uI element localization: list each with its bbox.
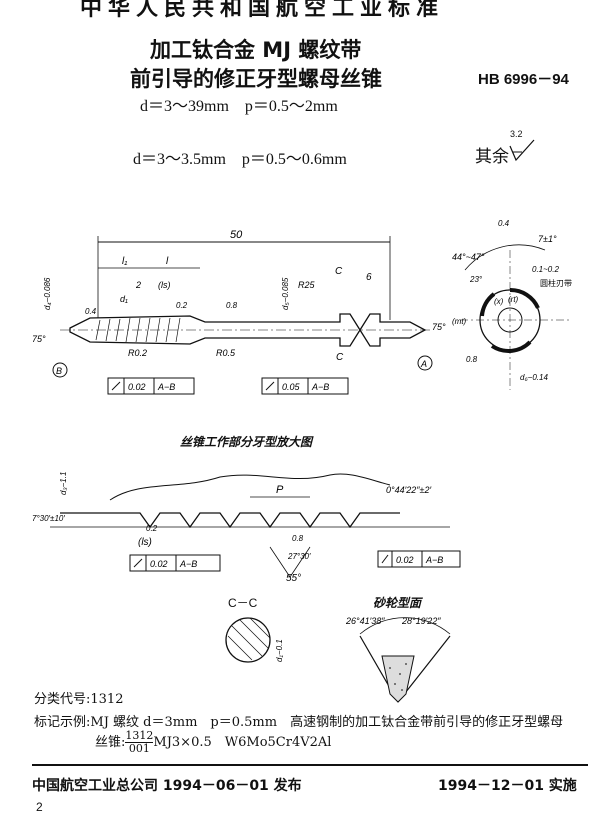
end-angle-23: 23° [469, 275, 483, 284]
tap-end-view: 0.4 7±1° 44°~47° 0.1~0.2 圆柱刃带 23° (rt) (… [452, 219, 572, 390]
tap-spec: MJ3×0.5 W6Mo5Cr4V2Al [153, 735, 332, 750]
detail-ra02: 0.2 [146, 524, 158, 533]
section-c-top: C [335, 266, 343, 277]
section-cc-label: C－C [228, 596, 258, 610]
end-x: (x) [494, 297, 504, 306]
roughness-value: 3.2 [510, 129, 523, 139]
detail-ls: (ls) [138, 537, 152, 548]
section-c-bottom: C [336, 352, 344, 363]
range-sub: d＝3～3.5mm p＝0.5～0.6mm [133, 151, 347, 168]
end-mt: (mt) [452, 317, 467, 326]
range-main: d＝3～39mm p＝0.5～2mm [140, 98, 338, 115]
end-flank: 0.1~0.2 [532, 265, 559, 274]
end-angle-7: 7±1° [538, 234, 557, 244]
roughness-02: 0.2 [176, 301, 188, 310]
roughness-label: 其余 [475, 147, 509, 167]
tol2-value: 0.05 [282, 382, 301, 392]
footer-rule [32, 764, 588, 766]
end-cyl-edge: 圆柱刃带 [540, 278, 572, 288]
section-cc-drawing: d₁−0.1 [225, 617, 284, 663]
class-code: 分类代号:1312 [34, 692, 124, 707]
datum-b: B [56, 366, 62, 376]
detail-p: P [276, 484, 284, 496]
end-ra08: 0.8 [466, 355, 478, 364]
roughness-symbol [509, 139, 535, 162]
tap-prefix: 丝锥: [95, 735, 126, 750]
angle-75-right: 75° [432, 322, 446, 332]
detail-tol1-value: 0.02 [150, 559, 168, 569]
tol1-value: 0.02 [128, 382, 146, 392]
tap-fraction-num: 1312 [125, 729, 154, 743]
title-line-1: 加工钛合金 MJ 螺纹带 [150, 38, 362, 62]
detail-dim-left: d₃−1.1 [59, 472, 68, 495]
angle-75-left: 75° [32, 334, 46, 344]
dim-two: 2 [135, 280, 141, 290]
tap-main-drawing: 50 l₁ l 2 (ls) d₁ d₄−0.086 d₅−0.085 R25 … [32, 229, 446, 395]
end-angle-44: 44°~47° [452, 252, 485, 262]
detail-tol1-ref: A−B [179, 559, 197, 569]
grinding-title: 砂轮型面 [373, 596, 422, 610]
datum-a: A [420, 359, 427, 369]
top-banner: 中华人民共和国航空工业标准 [80, 0, 445, 21]
section-cc-dim: d₁−0.1 [275, 639, 284, 662]
implementation-date: 1994－12－01 实施 [438, 778, 577, 794]
grinding-angle-left: 26°41′38″ [345, 616, 385, 626]
dim-d1: d₁ [120, 294, 128, 304]
detail-tol2-ref: A−B [425, 555, 443, 565]
detail-angle-27: 27°30′ [287, 552, 311, 561]
dim-six: 6 [366, 272, 372, 283]
detail-angle-left: 7°30′±10′ [32, 514, 65, 523]
dim-l1: l₁ [122, 256, 127, 267]
dim-total: 50 [230, 229, 243, 241]
tap-fraction-den: 001 [128, 742, 150, 755]
dim-d4: d₄−0.086 [43, 277, 52, 310]
marking-example-prefix: 标记示例: [34, 715, 91, 730]
detail-tol2-value: 0.02 [396, 555, 414, 565]
roughness-04: 0.4 [85, 307, 97, 316]
dim-r25: R25 [298, 280, 316, 290]
standard-number: HB 6996－94 [478, 71, 569, 88]
grinding-angle-right: 28°19′22″ [401, 616, 441, 626]
title-line-2: 前引导的修正牙型螺母丝锥 [130, 67, 382, 91]
page-number: 2 [36, 800, 43, 814]
detail-angle-55: 55° [286, 573, 301, 584]
end-rt: (rt) [508, 295, 519, 304]
publisher: 中国航空工业总公司 1994－06－01 发布 [32, 778, 302, 794]
tol1-ref: A−B [157, 382, 175, 392]
dim-r05: R0.5 [216, 348, 236, 358]
dim-l: l [166, 256, 169, 267]
tol2-ref: A−B [311, 382, 329, 392]
grinding-wheel-drawing: 26°41′38″ 28°19′22″ [345, 616, 451, 703]
marking-example: 标记示例:MJ 螺纹 d＝3mm p＝0.5mm 高速钢制的加工钛合金带前引导的… [34, 711, 563, 730]
thread-detail-drawing: P (ls) 0.2 0.8 7°30′±10′ 0°44′22″±2′ 27°… [32, 472, 461, 584]
dim-ls: (ls) [158, 280, 171, 290]
dim-d5: d₅−0.085 [281, 277, 290, 310]
dim-r02: R0.2 [128, 348, 147, 358]
marking-example-text: MJ 螺纹 d＝3mm p＝0.5mm 高速钢制的加工钛合金带前引导的修正牙型螺… [90, 715, 564, 730]
end-ra04: 0.4 [498, 219, 510, 228]
end-d6: d₆−0.14 [520, 373, 548, 382]
detail-angle-right: 0°44′22″±2′ [386, 485, 431, 495]
roughness-08: 0.8 [226, 301, 238, 310]
detail-title: 丝锥工作部分牙型放大图 [180, 435, 313, 449]
detail-ra08: 0.8 [292, 534, 304, 543]
